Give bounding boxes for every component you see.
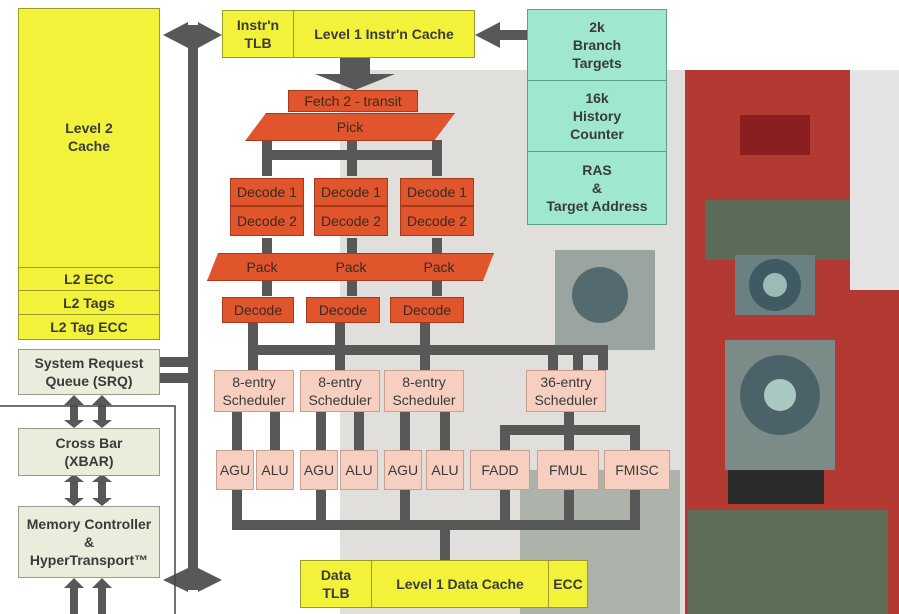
l2-ecc: L2 ECC [18,267,160,291]
fetch-transit: Fetch 2 - transit [288,90,418,112]
scheduler-2: 8-entry Scheduler [300,370,380,412]
agu-2: AGU [300,450,338,490]
scheduler-3: 8-entry Scheduler [384,370,464,412]
pack-lane-3: Pack [384,253,494,281]
branch-targets: 2k Branch Targets [527,9,667,81]
l2-tag-ecc: L2 Tag ECC [18,314,160,340]
decode-2-lane-1: Decode 2 [230,206,304,236]
scheduler-1: 8-entry Scheduler [214,370,294,412]
alu-3: ALU [426,450,464,490]
fmul-unit: FMUL [537,450,599,490]
scheduler-fp: 36-entry Scheduler [526,370,606,412]
data-cache-ecc: ECC [548,560,588,608]
decode-1-lane-3: Decode 1 [400,178,474,206]
level-2-cache: Level 2 Cache [18,8,160,268]
fmisc-unit: FMISC [604,450,670,490]
decode-2-lane-2: Decode 2 [314,206,388,236]
data-tlb: Data TLB [300,560,372,608]
agu-3: AGU [384,450,422,490]
agu-1: AGU [216,450,254,490]
fadd-unit: FADD [470,450,530,490]
decode-lane-2: Decode [306,297,380,323]
decode-lane-3: Decode [390,297,464,323]
pick-stage: Pick [245,113,455,141]
history-counter: 16k History Counter [527,80,667,152]
level-1-data-cache: Level 1 Data Cache [371,560,549,608]
decode-lane-1: Decode [222,297,294,323]
level-1-instruction-cache: Level 1 Instr'n Cache [293,10,475,58]
decode-1-lane-2: Decode 1 [314,178,388,206]
instruction-tlb: Instr'n TLB [222,10,294,58]
cross-bar: Cross Bar (XBAR) [18,428,160,476]
ras-target-address: RAS & Target Address [527,151,667,225]
decode-2-lane-3: Decode 2 [400,206,474,236]
l2-tags: L2 Tags [18,290,160,315]
decode-1-lane-1: Decode 1 [230,178,304,206]
system-request-queue: System Request Queue (SRQ) [18,349,160,395]
alu-1: ALU [256,450,294,490]
memory-controller: Memory Controller & HyperTransport™ [18,506,160,578]
alu-2: ALU [340,450,378,490]
